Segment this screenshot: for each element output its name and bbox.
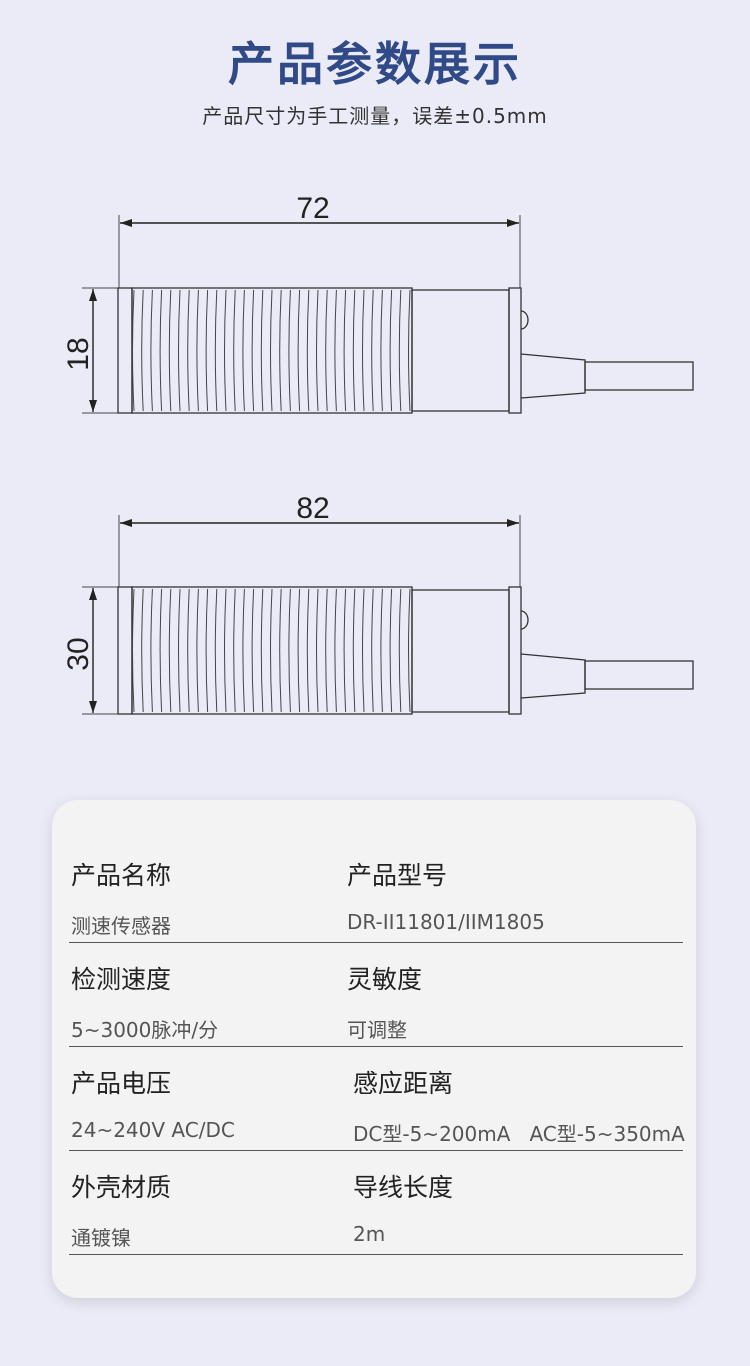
thread-line (150, 289, 153, 412)
sensor-drawing-18: 72 18 (0, 180, 750, 440)
spec-value: DC型-5~200mA AC型-5~350mA (353, 1122, 685, 1146)
thread-line (343, 289, 347, 412)
thread-line (398, 588, 402, 713)
length-label: 72 (296, 192, 329, 225)
thread-line (408, 588, 411, 713)
spec-label: 导线长度 (353, 1173, 454, 1202)
thread-line (132, 588, 135, 713)
thread-line (260, 289, 264, 412)
spec-label: 灵敏度 (347, 965, 423, 994)
spec-row: 外壳材质 导线长度 通镀镍 2m (69, 1150, 683, 1255)
thread-line (334, 289, 337, 412)
thread-line (270, 289, 273, 412)
thread-line (362, 588, 365, 713)
thread-lines (132, 588, 411, 713)
sensor-drawing-30: 82 30 (0, 480, 750, 740)
thread-line (316, 289, 319, 412)
thread-line (159, 588, 163, 713)
thread-lines (132, 289, 411, 412)
spec-card: 产品名称 产品型号 测速传感器 DR-II11801/IIM1805 检测速度 … (52, 800, 696, 1298)
thread-line (141, 588, 144, 713)
thread-line (389, 588, 393, 713)
spec-value: 通镀镍 (71, 1226, 131, 1250)
thread-line (205, 289, 209, 412)
thread-line (279, 588, 282, 713)
thread-line (168, 289, 172, 412)
thread-line (352, 289, 356, 412)
thread-line (343, 588, 347, 713)
thread-line (178, 588, 181, 713)
diameter-label: 30 (62, 637, 95, 670)
thread-line (251, 289, 255, 412)
thread-line (270, 588, 273, 713)
page-title: 产品参数展示 (228, 37, 522, 91)
thread-line (352, 588, 356, 713)
page-subtitle: 产品尺寸为手工测量，误差±0.5mm (202, 104, 548, 128)
thread-line (389, 289, 393, 412)
spec-label: 产品名称 (71, 861, 172, 890)
thread-line (288, 588, 291, 713)
thread-line (132, 289, 135, 412)
thread-line (260, 588, 264, 713)
spec-label: 感应距离 (353, 1069, 454, 1098)
thread-line (297, 289, 301, 412)
spec-label: 外壳材质 (71, 1173, 172, 1202)
thread-line (408, 289, 411, 412)
thread-line (380, 588, 383, 713)
thread-line (306, 588, 310, 713)
thread-line (233, 588, 236, 713)
thread-line (362, 289, 365, 412)
diameter-label: 18 (62, 337, 95, 370)
thread-line (251, 588, 255, 713)
thread-line (224, 588, 227, 713)
thread-line (242, 289, 245, 412)
spec-value: 5~3000脉冲/分 (71, 1018, 219, 1042)
thread-line (196, 588, 199, 713)
thread-line (214, 289, 218, 412)
spec-row: 产品名称 产品型号 测速传感器 DR-II11801/IIM1805 (69, 838, 683, 943)
spec-row: 产品电压 感应距离 24~240V AC/DC DC型-5~200mA AC型-… (69, 1046, 685, 1151)
spec-value: 24~240V AC/DC (71, 1118, 235, 1142)
thread-line (306, 289, 310, 412)
thread-line (187, 289, 190, 412)
thread-line (371, 289, 374, 412)
spec-label: 检测速度 (71, 965, 172, 994)
thread-line (288, 289, 291, 412)
spec-label: 产品型号 (347, 861, 448, 890)
spec-value: 2m (353, 1222, 386, 1246)
thread-line (398, 289, 402, 412)
thread-line (150, 588, 153, 713)
thread-line (371, 588, 374, 713)
thread-line (316, 588, 319, 713)
thread-line (325, 289, 328, 412)
thread-line (196, 289, 199, 412)
spec-row: 检测速度 灵敏度 5~3000脉冲/分 可调整 (69, 942, 683, 1047)
spec-value: 可调整 (347, 1018, 407, 1042)
thread-line (159, 289, 163, 412)
thread-line (224, 289, 227, 412)
thread-line (325, 588, 328, 713)
thread-line (380, 289, 383, 412)
spec-value: 测速传感器 (71, 914, 171, 938)
thread-line (205, 588, 209, 713)
spec-value: DR-II11801/IIM1805 (347, 910, 545, 934)
thread-line (214, 588, 218, 713)
spec-label: 产品电压 (71, 1069, 172, 1098)
thread-line (141, 289, 144, 412)
thread-line (168, 588, 172, 713)
thread-line (242, 588, 245, 713)
thread-line (279, 289, 282, 412)
thread-line (334, 588, 337, 713)
thread-line (187, 588, 190, 713)
thread-line (178, 289, 181, 412)
thread-line (297, 588, 301, 713)
thread-line (233, 289, 236, 412)
length-label: 82 (296, 492, 329, 525)
